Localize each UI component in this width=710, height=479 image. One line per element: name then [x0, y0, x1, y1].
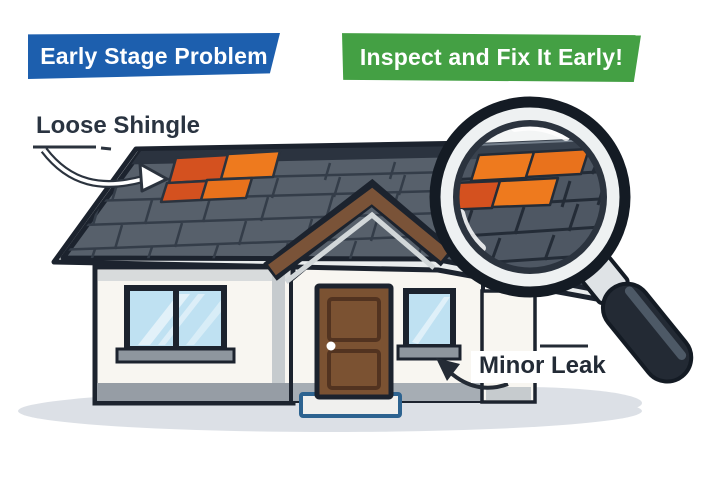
magnifier-rim-inner — [452, 119, 608, 275]
window-glare — [158, 294, 205, 345]
door-panel-bottom — [327, 349, 381, 390]
magnifier-icon — [429, 96, 694, 384]
left-foundation — [97, 383, 291, 401]
banner-problem-label: Early Stage Problem — [40, 43, 268, 69]
wall-corner-strip — [272, 270, 285, 401]
magnifier-rim-silver — [439, 106, 621, 288]
minor-leak-arrow — [436, 344, 588, 390]
window-sill — [115, 347, 236, 364]
label-minor-leak: Minor Leak — [471, 351, 614, 383]
window-glare — [412, 297, 450, 344]
banner-solution-label: Inspect and Fix It Early! — [359, 43, 624, 70]
small-window-sill — [396, 344, 462, 361]
eave-shadow-band — [98, 270, 290, 281]
label-loose-shingle: Loose Shingle — [36, 112, 201, 139]
door-knob — [326, 341, 336, 351]
arrowhead — [436, 358, 460, 381]
arrowhead — [138, 162, 169, 193]
door-panel-top — [327, 297, 381, 342]
handle-highlight — [624, 286, 687, 360]
loose-shingle-arrow — [33, 145, 169, 193]
window-glare — [186, 300, 221, 345]
right-foundation-patch — [486, 387, 531, 400]
magnifier-rim-outer — [429, 96, 631, 298]
loose-shingles — [159, 149, 282, 204]
loose-shingle-bright2 — [199, 176, 254, 202]
front-door — [299, 283, 402, 418]
gable-trim-inner-line — [284, 211, 436, 284]
loose-shingle-bright — [219, 149, 282, 181]
left-window — [115, 285, 236, 364]
banner-inspect-fix: Inspect and Fix It Early! — [342, 33, 641, 82]
small-window — [396, 288, 462, 361]
gable-trim — [263, 178, 456, 284]
right-wall — [480, 289, 537, 404]
banner-early-stage-problem: Early Stage Problem — [28, 33, 280, 80]
